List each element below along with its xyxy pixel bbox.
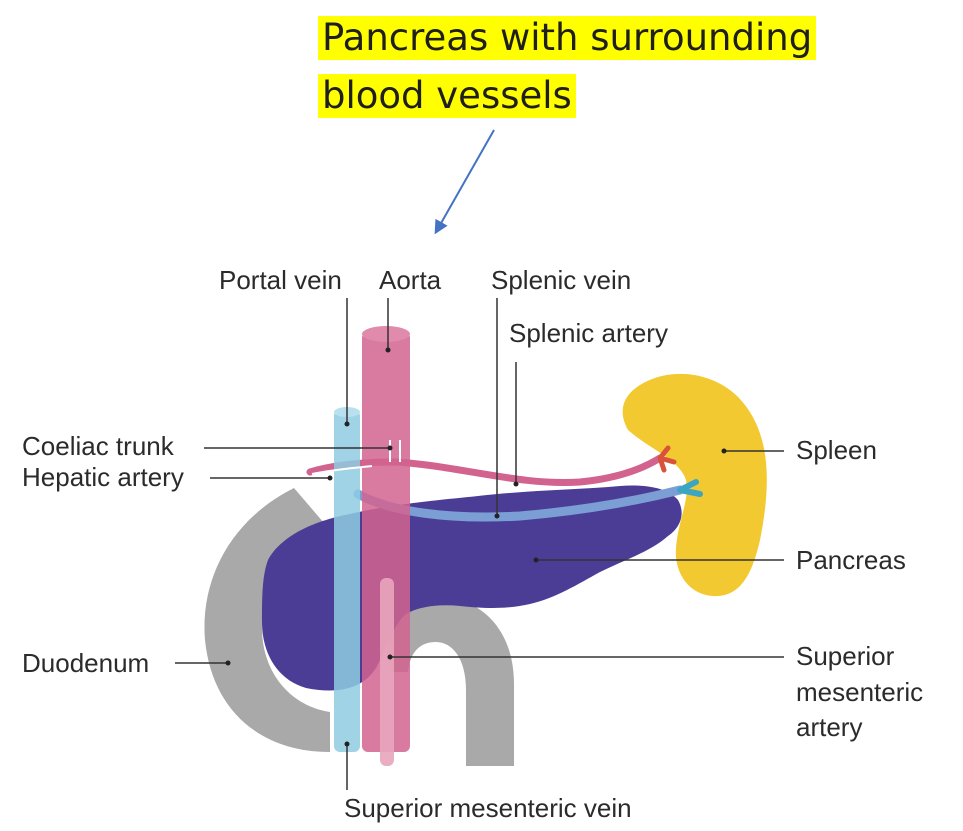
label-portal-vein: Portal vein xyxy=(219,265,342,295)
label-splenic-vein: Splenic vein xyxy=(491,265,631,295)
label-sma-line-2: mesenteric xyxy=(796,677,923,707)
label-hepatic-artery: Hepatic artery xyxy=(22,462,184,492)
label-splenic-artery: Splenic artery xyxy=(509,318,668,348)
label-superior-mesenteric-vein: Superior mesenteric vein xyxy=(344,793,632,823)
portal-vein-vessel xyxy=(334,410,360,752)
label-spleen: Spleen xyxy=(796,435,877,465)
label-duodenum: Duodenum xyxy=(22,648,149,678)
label-aorta: Aorta xyxy=(379,265,441,295)
title-arrow xyxy=(436,130,494,232)
label-sma-line-3: artery xyxy=(796,712,862,742)
label-pancreas: Pancreas xyxy=(796,545,906,575)
label-coeliac-trunk: Coeliac trunk xyxy=(22,431,174,461)
superior-mesenteric-artery-vessel xyxy=(380,578,394,766)
label-sma-line-1: Superior xyxy=(796,641,894,671)
aorta-top xyxy=(362,326,410,342)
